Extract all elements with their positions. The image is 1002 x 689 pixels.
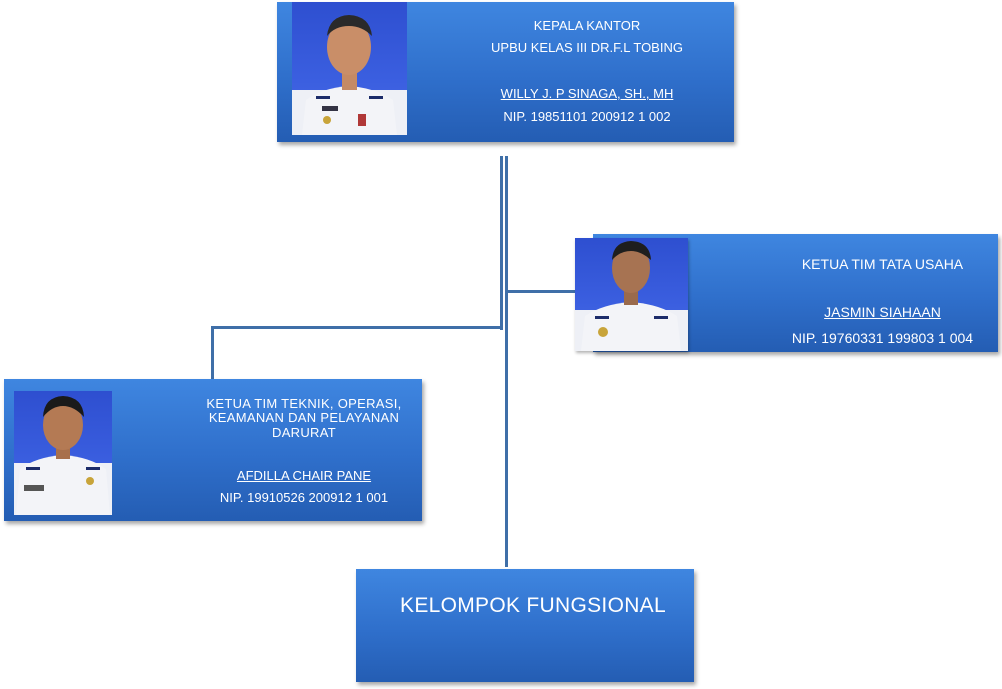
tata-usaha-nip: NIP. 19760331 199803 1 004 [791,330,974,346]
connector-right-horizontal [505,290,577,293]
fungsional-label: KELOMPOK FUNGSIONAL [400,594,666,617]
head-title-line1: KEPALA KANTOR [533,18,641,33]
teknik-title-line2: KEAMANAN DAN PELAYANAN [208,410,400,425]
teknik-nip: NIP. 19910526 200912 1 001 [219,490,389,505]
teknik-photo [14,391,112,515]
head-name: WILLY J. P SINAGA, SH., MH [500,86,674,101]
connector-main-vertical-2 [505,156,508,567]
connector-main-vertical [500,156,503,330]
tata-usaha-name: JASMIN SIAHAAN [824,304,941,320]
connector-left-vertical [211,326,214,379]
connector-left-horizontal [211,326,503,329]
teknik-box: KETUA TIM TEKNIK, OPERASI, KEAMANAN DAN … [4,379,422,521]
teknik-title-line1: KETUA TIM TEKNIK, OPERASI, [206,396,402,411]
head-title-line2: UPBU KELAS III DR.F.L TOBING [491,40,683,55]
fungsional-box: KELOMPOK FUNGSIONAL [356,569,694,682]
teknik-title-line3: DARURAT [272,425,336,440]
head-photo [292,2,407,135]
head-box: KEPALA KANTOR UPBU KELAS III DR.F.L TOBI… [277,2,734,142]
head-nip: NIP. 19851101 200912 1 002 [503,109,671,124]
teknik-name: AFDILLA CHAIR PANE [236,468,372,483]
tata-usaha-photo [575,238,688,351]
tata-usaha-title: KETUA TIM TATA USAHA [801,256,964,272]
